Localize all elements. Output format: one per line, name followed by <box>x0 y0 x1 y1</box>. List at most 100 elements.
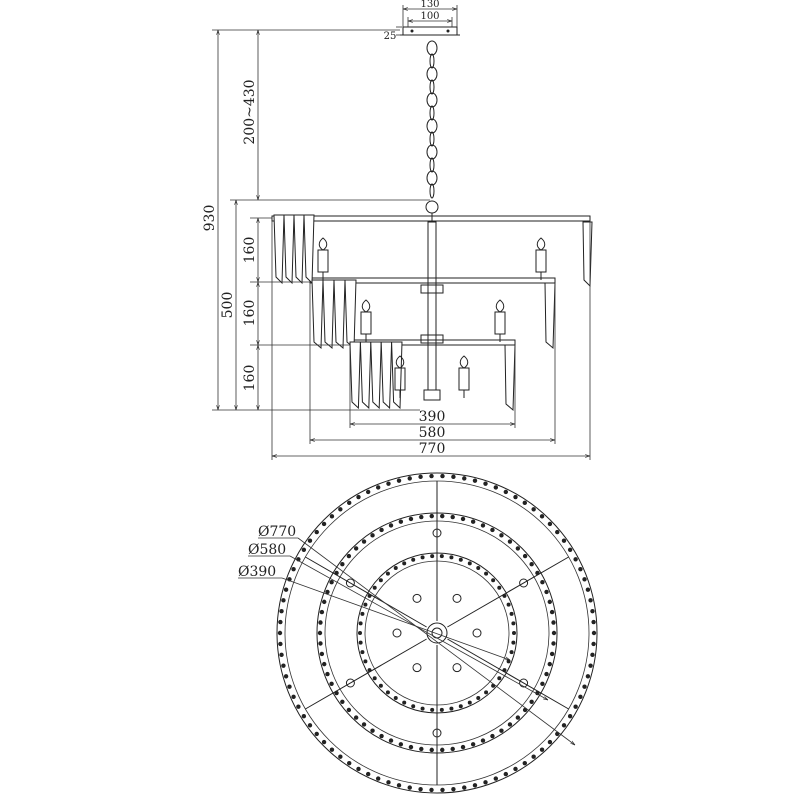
crystal-bead <box>513 766 518 772</box>
crystal-bead <box>385 690 390 695</box>
crystal-bead <box>544 589 549 595</box>
crystal-bead <box>484 690 489 695</box>
crystal-bead <box>338 754 343 759</box>
crystal-bead <box>372 585 377 590</box>
crystal-bead <box>353 715 359 720</box>
top-view-bulbs <box>345 528 529 738</box>
crystal-bead <box>555 529 560 535</box>
side-view: 130 100 25 <box>202 0 593 460</box>
chain-link <box>426 40 438 56</box>
chain-link <box>426 66 438 82</box>
crystal-bead <box>385 571 390 576</box>
crystal-bead <box>506 659 511 664</box>
diameter-large-label: Ø770 <box>258 524 296 540</box>
bulb-icon <box>519 578 529 588</box>
crystal-bead <box>585 587 591 592</box>
crystal-drop <box>283 214 295 285</box>
crystal-bead <box>451 474 456 480</box>
crystal-bead <box>531 507 536 512</box>
crystal-drop <box>380 341 393 410</box>
crystal-bead <box>365 489 371 495</box>
crystal-bead <box>322 599 327 605</box>
crystal-bead <box>321 521 327 527</box>
crystal-bead <box>429 747 434 753</box>
frame-spokes <box>305 481 569 785</box>
crystal-bead <box>591 641 596 647</box>
crystal-bead <box>547 661 552 667</box>
crystal-bead <box>573 557 578 562</box>
crystal-bead <box>321 739 327 745</box>
crystal-bead <box>440 513 445 519</box>
crystal-bead <box>329 514 335 519</box>
body-height-label: 500 <box>220 292 236 319</box>
crystal-bead <box>490 733 495 739</box>
crystal-bead <box>507 722 513 727</box>
crystal-bead <box>551 641 556 646</box>
bulb-icon <box>318 237 328 251</box>
crystal-bead <box>497 585 502 590</box>
bulb-icon <box>361 299 371 313</box>
chain-link <box>426 144 438 160</box>
crystal-bead <box>449 706 454 711</box>
crystal-bead <box>512 631 516 635</box>
crystal-drop <box>349 341 361 410</box>
crystal-bead <box>509 650 514 655</box>
chain-link <box>426 170 438 186</box>
bulb-icon <box>432 528 442 538</box>
crystal-bead <box>540 681 545 686</box>
crystal-bead <box>281 598 286 603</box>
crystal-bead <box>585 674 591 679</box>
crystal-bead <box>588 598 593 603</box>
crystal-bead <box>440 747 445 753</box>
crystal-bead <box>450 746 455 752</box>
crystal-bead <box>346 553 352 559</box>
crystal-bead <box>319 609 325 615</box>
crystal-bead <box>314 731 319 737</box>
crystal-bead <box>503 771 509 777</box>
crystal-drop <box>273 214 285 285</box>
crystal-bead <box>555 731 560 737</box>
crystal-bead <box>402 700 407 705</box>
candle-sleeve <box>494 311 506 335</box>
candle-sleeve <box>317 249 329 273</box>
crystal-bead <box>322 661 327 667</box>
crystal-bead <box>539 747 545 752</box>
crystal-bead <box>458 557 463 562</box>
bulb-icon <box>452 593 462 603</box>
bulb-icon <box>345 678 355 688</box>
crystal-bead <box>484 571 489 576</box>
crystal-bead <box>279 608 284 614</box>
crystal-bead <box>506 602 511 607</box>
crystal-bead <box>363 602 368 607</box>
crystal-bead <box>458 704 463 709</box>
crystal-drop <box>293 214 305 285</box>
crystal-bead <box>483 780 488 785</box>
crystal-bead <box>467 561 472 566</box>
width-large-label: 770 <box>419 441 446 457</box>
crystal-bead <box>440 473 445 479</box>
crystal-bead <box>307 723 313 728</box>
bulb-icon <box>395 355 405 369</box>
crystal-bead <box>408 744 414 750</box>
crystal-bead <box>418 786 423 792</box>
crystal-bead <box>378 683 383 688</box>
top-view: Ø770 Ø580 Ø390 <box>238 472 598 794</box>
crystal-bead <box>420 706 425 711</box>
crystal-bead <box>361 722 367 727</box>
crystal-bead <box>358 621 363 626</box>
crystal-bead <box>513 494 518 500</box>
crystal-bead <box>531 754 536 759</box>
crystal-bead <box>283 674 289 679</box>
crystal-bead <box>393 565 398 570</box>
candle-lamps <box>317 237 547 398</box>
crystal-bead <box>472 478 478 483</box>
crystal-bead <box>449 555 454 560</box>
candle-sleeve <box>360 311 372 335</box>
crystal-bead <box>511 640 516 645</box>
crystal-bead <box>472 783 478 788</box>
width-small-label: 390 <box>419 409 446 425</box>
diameter-small-label: Ø390 <box>238 564 276 580</box>
crystal-bead <box>522 500 527 506</box>
chain-link <box>429 105 435 121</box>
crystal-bead <box>582 684 587 689</box>
